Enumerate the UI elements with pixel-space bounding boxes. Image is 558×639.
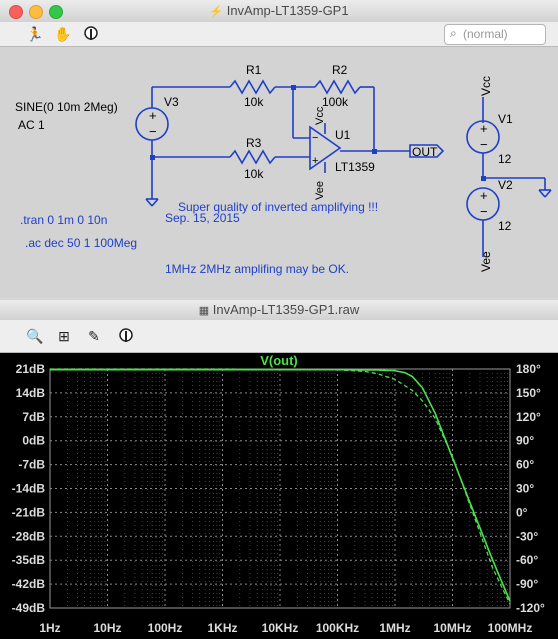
close-window-button[interactable]: [9, 5, 23, 19]
x-tick-label: 100KHz: [316, 621, 359, 635]
vee-net-label: Vee: [479, 251, 493, 272]
v2-value[interactable]: 12: [498, 219, 512, 233]
y-left-tick-label: -14dB: [12, 482, 46, 496]
out-net-label[interactable]: OUT: [412, 145, 438, 159]
svg-text:−: −: [312, 132, 318, 144]
comment-line-1[interactable]: Super quality of inverted amplifying !!!: [178, 200, 379, 214]
ac-directive[interactable]: .ac dec 50 1 100Meg: [25, 236, 138, 250]
y-left-tick-label: 0dB: [22, 434, 45, 448]
y-right-tick-label: -60°: [516, 553, 538, 567]
x-tick-label: 1Hz: [39, 621, 60, 635]
v2-label[interactable]: V2: [498, 178, 513, 192]
search-icon: ⌕: [450, 26, 457, 40]
svg-text:+: +: [312, 155, 318, 167]
halt-icon[interactable]: [117, 327, 135, 345]
u1-label[interactable]: U1: [335, 128, 351, 142]
y-right-tick-label: -30°: [516, 529, 538, 543]
y-right-tick-label: 30°: [516, 482, 534, 496]
y-left-tick-label: -7dB: [18, 458, 45, 472]
x-tick-label: 10Hz: [93, 621, 121, 635]
y-right-tick-label: 0°: [516, 505, 528, 519]
waveform-titlebar: ▦ InvAmp-LT1359-GP1.raw: [0, 300, 558, 321]
r1-label[interactable]: R1: [246, 63, 262, 77]
y-left-tick-label: -21dB: [12, 505, 46, 519]
r3-label[interactable]: R3: [246, 136, 262, 150]
schematic-window: ⚡ InvAmp-LT1359-GP1 🏃 ✋ ⌕ (normal): [0, 0, 558, 297]
x-tick-label: 10KHz: [262, 621, 299, 635]
r3-value[interactable]: 10k: [244, 167, 264, 181]
y-left-tick-label: 14dB: [16, 386, 46, 400]
run-icon[interactable]: 🏃: [26, 26, 44, 42]
y-left-tick-label: -42dB: [12, 577, 46, 591]
opamp-vcc-pin: Vcc: [314, 106, 326, 125]
y-right-tick-label: -120°: [516, 601, 545, 615]
out-net-flag: [409, 144, 445, 158]
svg-text:+: +: [480, 121, 488, 136]
tran-directive[interactable]: .tran 0 1m 0 10n: [20, 213, 108, 227]
y-left-tick-label: -35dB: [12, 553, 46, 567]
halt-glyph: [84, 26, 98, 40]
x-tick-label: 1KHz: [207, 621, 237, 635]
autorange-icon[interactable]: ⊞: [58, 328, 70, 344]
x-tick-label: 100Hz: [148, 621, 183, 635]
y-right-tick-label: 150°: [516, 386, 541, 400]
opamp-symbol: [309, 125, 342, 171]
vcc-net-label: Vcc: [479, 75, 493, 96]
svg-text:−: −: [480, 204, 488, 219]
waveform-halt-glyph: [119, 328, 133, 342]
waveform-toolbar: 🔍 ⊞ ✎: [0, 320, 558, 353]
opamp-vee-pin: Vee: [314, 181, 326, 200]
y-left-tick-label: 7dB: [22, 410, 45, 424]
waveform-window-title: ▦ InvAmp-LT1359-GP1.raw: [198, 302, 360, 317]
schematic-toolbar: 🏃 ✋ ⌕ (normal): [0, 22, 558, 47]
y-right-tick-label: 90°: [516, 434, 534, 448]
y-left-tick-label: 21dB: [16, 362, 46, 376]
svg-text:+: +: [480, 188, 488, 203]
phase-trace: [50, 368, 511, 605]
u1-part[interactable]: LT1359: [335, 160, 375, 174]
r3-symbol: [229, 149, 276, 165]
svg-text:−: −: [149, 124, 157, 139]
svg-text:+: +: [149, 108, 157, 123]
svg-text:−: −: [480, 137, 488, 152]
schematic-window-title: ⚡ InvAmp-LT1359-GP1: [209, 3, 349, 18]
y-right-tick-label: 60°: [516, 458, 534, 472]
zoom-icon[interactable]: 🔍: [26, 328, 44, 344]
minimize-window-button[interactable]: [29, 5, 43, 19]
y-left-tick-label: -49dB: [12, 601, 46, 615]
x-tick-label: 10MHz: [433, 621, 471, 635]
search-input[interactable]: ⌕ (normal): [444, 24, 546, 45]
waveform-plot-area[interactable]: V(out) 21dB 180° 14dB 150° 7dB 120° 0dB 90° -7dB…: [0, 353, 558, 639]
document-icon: ⚡: [209, 6, 224, 18]
y-right-tick-label: 120°: [516, 410, 541, 424]
comment-line-3[interactable]: 1MHz 2MHz amplifing may be OK.: [165, 262, 350, 276]
comment-line-2[interactable]: Sep. 15, 2015: [165, 211, 240, 225]
v1-label[interactable]: V1: [498, 112, 513, 126]
x-tick-label: 100MHz: [488, 621, 533, 635]
y-left-tick-label: -28dB: [12, 529, 46, 543]
zoom-window-button[interactable]: [49, 5, 63, 19]
r2-label[interactable]: R2: [332, 63, 348, 77]
waveform-doc-icon: ▦: [198, 305, 210, 317]
x-tick-label: 1MHz: [379, 621, 410, 635]
halt-icon[interactable]: [82, 25, 100, 43]
r1-symbol: [229, 79, 276, 95]
search-placeholder: (normal): [463, 27, 508, 41]
y-right-tick-label: -90°: [516, 577, 538, 591]
trace-label[interactable]: V(out): [260, 353, 298, 368]
schematic-titlebar: ⚡ InvAmp-LT1359-GP1: [0, 0, 558, 23]
y-right-tick-label: 180°: [516, 362, 541, 376]
edit-icon[interactable]: ✎: [88, 328, 100, 344]
r1-value[interactable]: 10k: [244, 95, 264, 109]
source-value-sine[interactable]: SINE(0 10m 2Meg): [15, 100, 118, 114]
pan-hand-icon[interactable]: ✋: [54, 26, 72, 42]
schematic-canvas[interactable]: +− +− +− −+: [0, 47, 558, 297]
v1-value[interactable]: 12: [498, 152, 512, 166]
r2-value[interactable]: 100k: [322, 95, 349, 109]
bode-plot[interactable]: 21dB 180° 14dB 150° 7dB 120° 0dB 90° -7dB 60° -14d…: [0, 353, 558, 639]
r2-symbol: [314, 79, 361, 95]
v3-label[interactable]: V3: [164, 95, 179, 109]
source-value-ac[interactable]: AC 1: [18, 118, 45, 132]
